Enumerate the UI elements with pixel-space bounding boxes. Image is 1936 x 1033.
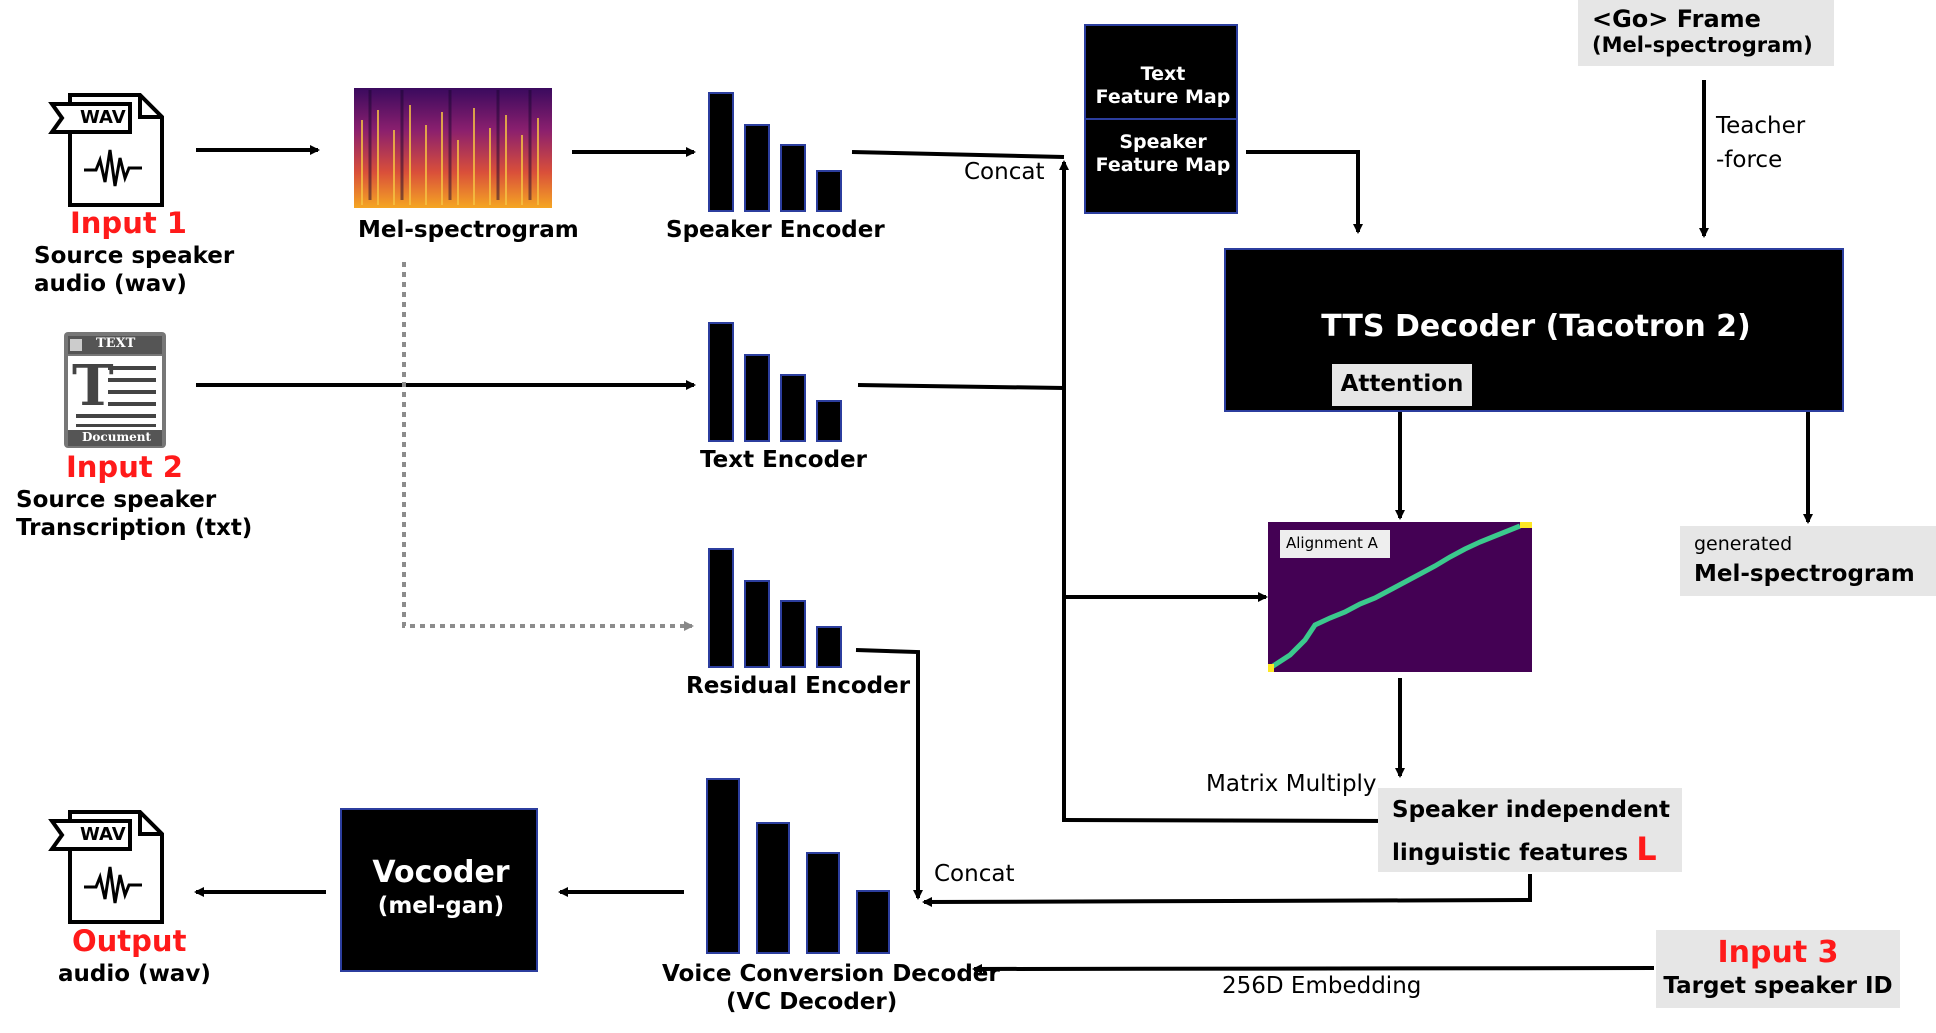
wav-file-icon [48,93,164,207]
text-feature-map-label-2: Feature Map [1095,86,1231,108]
generated-mel-box: generated Mel-spectrogram [1680,526,1936,596]
residual-encoder-label: Residual Encoder [686,673,911,699]
attention-box: Attention [1332,364,1472,406]
output-wav-icon-label: WAV [80,824,126,845]
speaker-feature-map-box: Speaker Feature Map [1084,118,1238,214]
concat-top-label: Concat [964,159,1045,185]
speaker-encoder-label: Speaker Encoder [666,217,885,243]
l-symbol: L [1636,830,1657,868]
input1-label-1: Source speaker [34,243,235,269]
text-encoder-bars [708,322,844,442]
vocoder-box: Vocoder (mel-gan) [340,808,538,972]
dotted-connector [402,262,694,631]
generated-label: generated [1694,533,1793,555]
mel-spectrogram-image [354,88,552,208]
go-frame-box: <Go> Frame (Mel-spectrogram) [1578,0,1834,66]
text-encoder-label: Text Encoder [700,447,867,473]
text-document-icon [64,332,166,448]
teacher-force-label-1: Teacher [1716,113,1806,139]
doc-icon-letter: T [72,353,114,419]
output-title: Output [72,924,187,958]
mel-spectrogram-label: Mel-spectrogram [358,217,579,243]
input1-label-2: audio (wav) [34,271,187,297]
vocoder-sublabel: (mel-gan) [377,893,505,919]
input2-label-2: Transcription (txt) [16,515,253,541]
go-frame-label: <Go> Frame [1592,5,1761,33]
output-wav-file-icon [48,810,164,924]
input3-title: Input 3 [1717,935,1839,970]
matrix-multiply-label: Matrix Multiply [1206,771,1377,797]
concat-bottom-label: Concat [934,861,1015,887]
text-feature-map-label-1: Text [1140,63,1186,85]
generated-mel-label: Mel-spectrogram [1694,561,1915,587]
alignment-label-box: Alignment A [1280,530,1390,558]
text-feature-map-box: Text Feature Map [1084,24,1238,120]
input2-title: Input 2 [66,450,183,484]
vc-decoder-sublabel: (VC Decoder) [726,989,898,1015]
input3-label: Target speaker ID [1663,973,1893,999]
residual-encoder-bars [708,548,844,668]
go-frame-sublabel: (Mel-spectrogram) [1592,33,1813,57]
linguistic-features-label: linguistic features [1392,840,1629,866]
attention-label: Attention [1340,371,1464,397]
alignment-label: Alignment A [1286,534,1378,552]
speaker-feature-map-label-1: Speaker [1119,131,1207,153]
vc-decoder-label: Voice Conversion Decoder [662,961,1000,987]
input1-title: Input 1 [70,206,187,240]
vocoder-label: Vocoder [372,855,510,890]
speaker-independent-label: Speaker independent [1392,797,1670,823]
target-speaker-box: Input 3 Target speaker ID [1656,930,1900,1008]
doc-icon-top-label: TEXT [96,336,136,351]
speaker-independent-box: Speaker independent linguistic features … [1378,788,1682,872]
teacher-force-label-2: -force [1716,147,1783,173]
connectors [194,80,1813,974]
embedding-label: 256D Embedding [1222,973,1422,999]
wav-icon-label: WAV [80,107,126,128]
input2-label-1: Source speaker [16,487,217,513]
output-label: audio (wav) [58,961,211,987]
speaker-encoder-bars [708,92,844,212]
speaker-feature-map-label-2: Feature Map [1095,154,1231,176]
doc-icon-bottom-label: Document [82,430,152,444]
tts-decoder-box: TTS Decoder (Tacotron 2) Attention [1224,248,1844,412]
vc-decoder-bars [706,778,892,954]
tts-decoder-label: TTS Decoder (Tacotron 2) [1321,309,1751,344]
